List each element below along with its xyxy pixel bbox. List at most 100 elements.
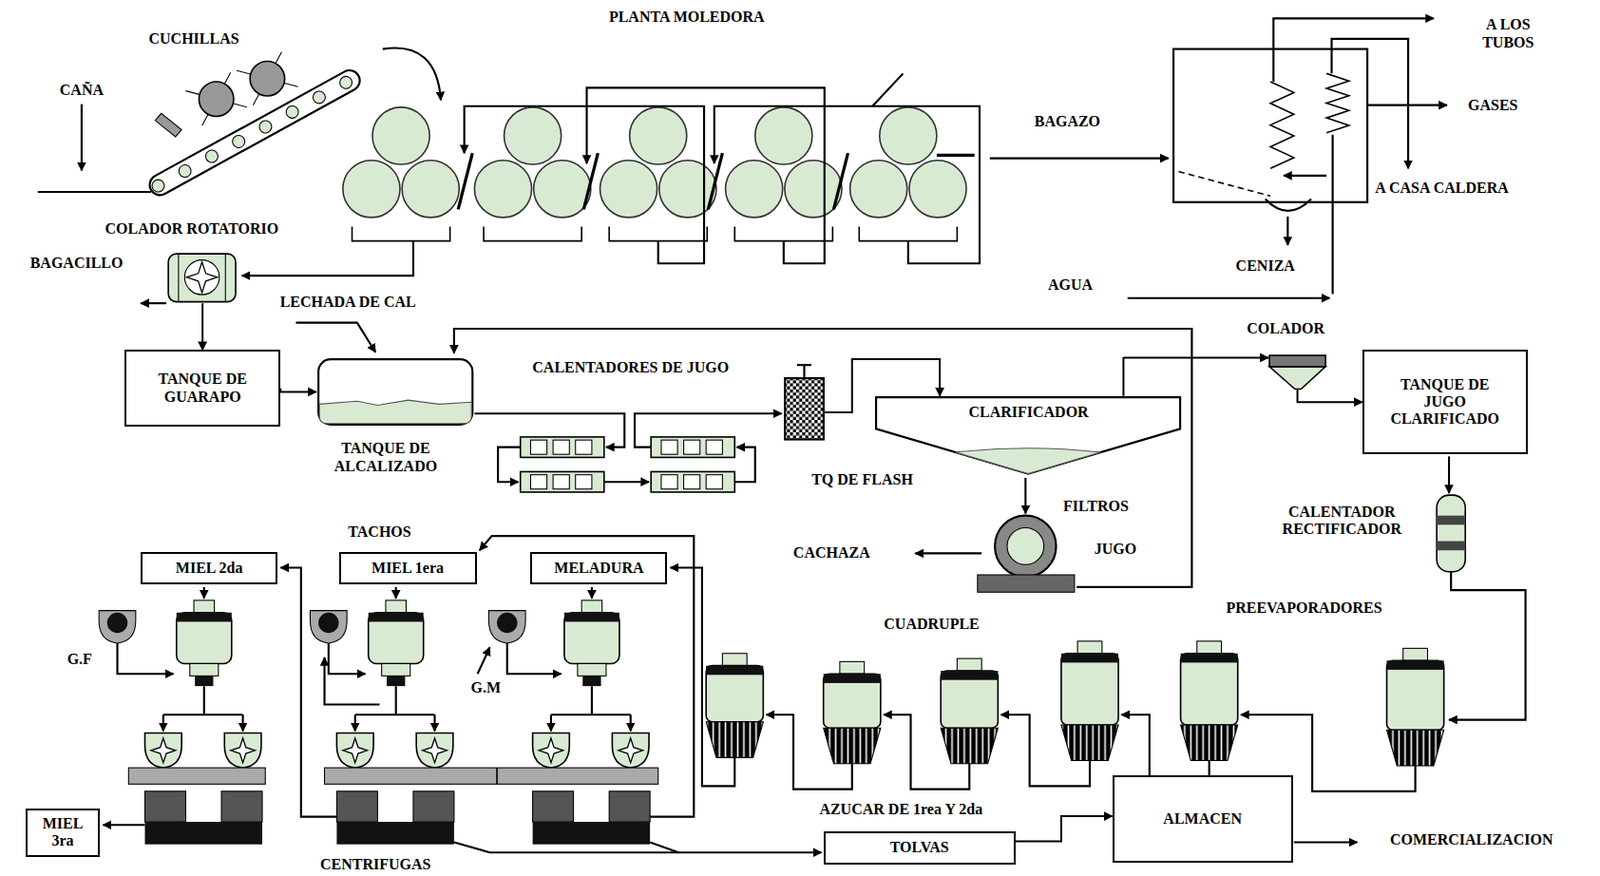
- pipe-line: [433, 714, 436, 731]
- box-label: TANQUE DE GUARAPO: [135, 370, 269, 406]
- vessel-calandria: [1061, 724, 1119, 762]
- pipe-line: [872, 73, 903, 106]
- pipe-line: [1270, 81, 1295, 169]
- flow-label: FILTROS: [1061, 496, 1131, 515]
- box-label: TANQUE DE JUGO CLARIFICADO: [1383, 376, 1506, 429]
- pipe-line: [936, 153, 975, 157]
- pipe-line: [609, 227, 707, 242]
- flow-label: AZUCAR DE 1rea Y 2da: [817, 800, 985, 818]
- star-symbol: [618, 738, 644, 763]
- box-label: CLARIFICADOR: [968, 396, 1088, 421]
- vessel-body: [1061, 653, 1119, 725]
- heater-band: [1436, 541, 1466, 552]
- node-shape: [316, 357, 475, 427]
- pipe-line: [1286, 216, 1289, 246]
- roller: [337, 74, 355, 92]
- heater-band: [1436, 515, 1466, 526]
- centrifuge-basket: [611, 733, 649, 769]
- pipe-line: [140, 302, 167, 305]
- centrifuge-unit: [145, 791, 187, 822]
- pipe-line: [1127, 297, 1331, 300]
- pan-neck: [577, 663, 607, 676]
- pipe-line: [604, 480, 649, 483]
- vessel-cap: [839, 661, 865, 674]
- juice-heater: [650, 471, 735, 492]
- mill-roll: [342, 160, 400, 218]
- pan-cap: [193, 600, 214, 613]
- pipe-line: [858, 227, 957, 242]
- roller: [284, 103, 302, 121]
- pan-band: [368, 612, 424, 623]
- pipe-line: [550, 714, 553, 731]
- pipe-line: [1326, 73, 1350, 133]
- centrifuge-base: [336, 821, 455, 845]
- flow-arrow: [1297, 389, 1363, 403]
- flow-label: CUADRUPLE: [881, 615, 981, 633]
- vessel-body: [705, 666, 763, 723]
- pan-cap: [385, 600, 406, 613]
- flow-label: CAÑA: [57, 80, 106, 98]
- syrup-box: MIEL 1era: [339, 552, 477, 585]
- pipe-line: [1367, 104, 1448, 107]
- pipe-line: [707, 152, 723, 210]
- mill-roll: [504, 107, 562, 165]
- flash-tank: TQ DE FLASH: [783, 377, 825, 441]
- vessel-calandria: [823, 727, 881, 764]
- pipe-line: [587, 87, 825, 264]
- flow-label: CUCHILLAS: [146, 30, 241, 48]
- pipe-line: [551, 685, 631, 715]
- pan-band: [176, 612, 232, 623]
- drum-body: [168, 253, 236, 302]
- pipe-line: [629, 714, 632, 731]
- mill-roll: [401, 160, 459, 218]
- flow-label: G.M: [468, 679, 503, 697]
- star-symbol: [422, 738, 448, 763]
- heater-cell: [552, 439, 570, 455]
- mill-roll: [474, 160, 532, 218]
- seed-tank: [98, 610, 136, 644]
- pipe-line: [479, 535, 695, 818]
- centrifuge-basket: [224, 733, 262, 769]
- pipe-line: [766, 714, 853, 789]
- pan-outlet: [582, 675, 601, 686]
- pipe-line: [1178, 171, 1271, 197]
- syrup-box: MELADURA: [530, 552, 667, 585]
- node-shape: [783, 377, 825, 441]
- seed-tank: [488, 610, 526, 644]
- pipe-line: [38, 190, 152, 193]
- tank-liquid: [319, 400, 472, 424]
- vessel-band: [940, 670, 998, 681]
- strainer-top: [1269, 355, 1326, 367]
- pipe-line: [1332, 134, 1334, 295]
- pipe-line: [295, 323, 376, 353]
- roller: [310, 89, 328, 107]
- tank-box: TANQUE DE GUARAPO: [124, 349, 281, 427]
- heater-cell: [705, 439, 723, 455]
- equipment-label: TANQUE DE ALCALIZADO: [320, 439, 452, 476]
- flow-label: PREEVAPORADORES: [1223, 599, 1384, 617]
- hopper-box: TOLVAS: [823, 831, 1016, 864]
- heater-cell: [530, 475, 547, 490]
- pipe-line: [354, 714, 357, 731]
- centrifuge-unit: [221, 791, 263, 822]
- flow-label: BAGAZO: [1032, 113, 1103, 131]
- pipe-line: [1001, 714, 1090, 786]
- vessel-cap: [722, 653, 747, 667]
- seed-charge: [107, 612, 128, 633]
- centrifuge-deck: [128, 767, 266, 784]
- flow-label: CALENTADORES DE JUGO: [530, 358, 731, 376]
- drum-rim: [177, 253, 179, 302]
- heater-cell: [705, 475, 723, 490]
- pan-outlet: [194, 675, 213, 686]
- box-label: TOLVAS: [890, 838, 950, 857]
- pipe-line: [1283, 174, 1327, 177]
- heater-cell: [575, 475, 592, 490]
- flow-label: G.F: [65, 650, 95, 668]
- syrup-box: MIEL 2da: [140, 552, 278, 585]
- knife-drum: [249, 60, 286, 96]
- centrifuge-deck: [324, 767, 659, 784]
- tank-outline: [318, 359, 473, 425]
- star-symbol: [187, 262, 218, 293]
- flow-label: LECHADA DE CAL: [278, 293, 419, 311]
